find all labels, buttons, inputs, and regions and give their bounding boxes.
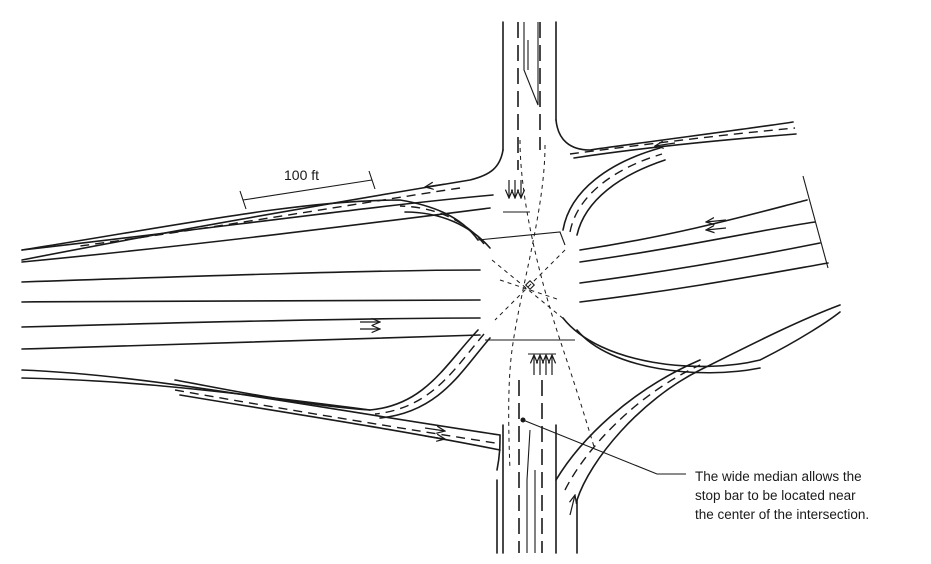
callout-line-2: stop bar to be located near <box>695 488 856 503</box>
callout-line-3: the center of the intersection. <box>695 507 869 522</box>
callout: The wide median allows the stop bar to b… <box>520 417 869 522</box>
ramps <box>21 119 841 501</box>
crossroad <box>496 21 578 554</box>
lane-arrows <box>360 143 727 516</box>
freeway <box>21 175 829 350</box>
scale-bar: 100 ft <box>239 167 376 210</box>
scale-label: 100 ft <box>284 167 319 183</box>
callout-line-1: The wide median allows the <box>695 469 862 484</box>
turn-paths <box>477 139 596 471</box>
